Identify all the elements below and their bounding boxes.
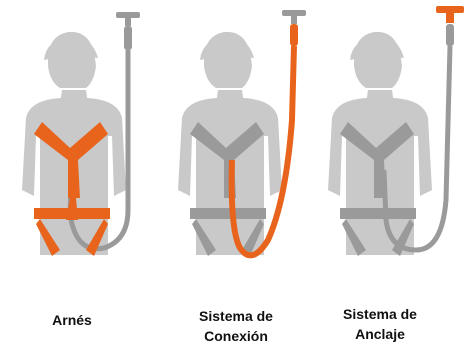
panel-harness: Arnés — [0, 0, 160, 356]
caption-anchor: Sistema de Anclaje — [343, 306, 417, 342]
caption-connection: Sistema de Conexión — [199, 308, 273, 344]
lanyard-highlight — [228, 24, 298, 259]
anchor-illustration — [328, 6, 464, 256]
caption-harness: Arnés — [52, 312, 92, 328]
panel-anchor: Sistema de Anclaje — [306, 0, 466, 356]
connection-illustration — [178, 10, 306, 259]
harness-illustration — [22, 12, 140, 256]
anchor-point — [116, 12, 140, 26]
worker-silhouette — [22, 31, 126, 255]
harness-neutral — [190, 122, 266, 256]
panel-connection: Sistema de Conexión — [156, 0, 316, 356]
gear-neutral — [340, 24, 454, 256]
worker-silhouette — [328, 31, 432, 255]
anchor-highlight — [436, 6, 464, 23]
harness-straps — [34, 122, 110, 256]
worker-silhouette — [178, 31, 282, 255]
anchor-point — [282, 10, 306, 24]
lanyard-neutral — [67, 26, 132, 252]
